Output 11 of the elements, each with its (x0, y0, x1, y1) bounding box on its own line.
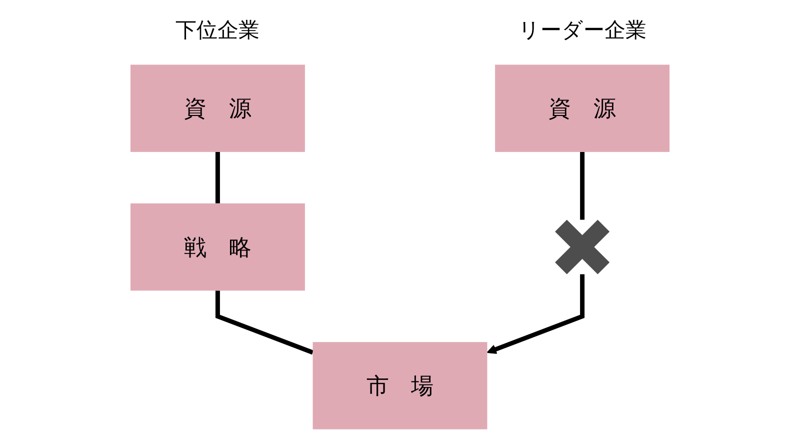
connector-line (215, 290, 314, 355)
process-box: 資 源 (495, 64, 670, 152)
cross-mark (555, 220, 610, 274)
process-box: 市 場 (312, 342, 488, 430)
arrow (486, 274, 585, 354)
connector-line (215, 152, 220, 204)
process-box: 戦 略 (130, 203, 305, 291)
column-heading: 下位企業 (176, 18, 260, 43)
connector-line (580, 152, 585, 220)
column-heading: リーダー企業 (518, 18, 646, 43)
process-box: 資 源 (130, 64, 305, 152)
